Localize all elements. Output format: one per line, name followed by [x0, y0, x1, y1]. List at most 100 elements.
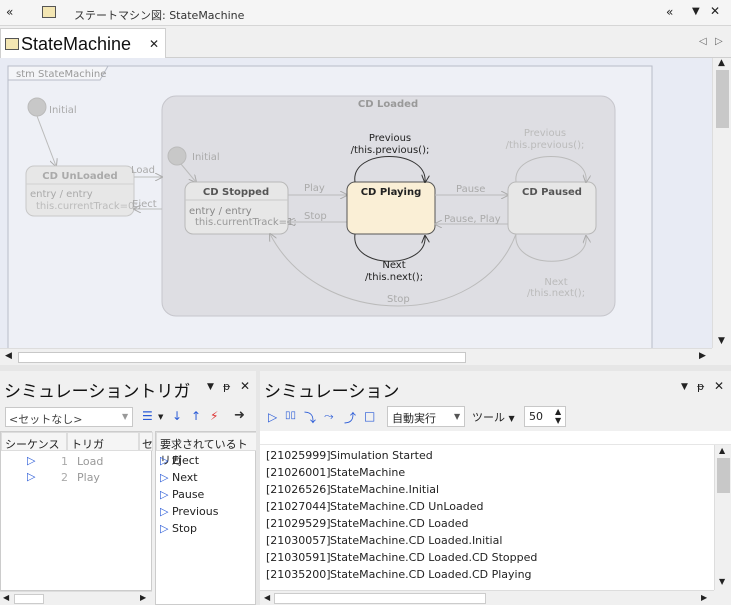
collapse-right-icon[interactable]: « — [666, 5, 674, 19]
close-icon[interactable]: ✕ — [710, 4, 721, 18]
step-into-icon[interactable]: ⤵ — [304, 411, 317, 425]
h-scroll-thumb[interactable] — [14, 594, 44, 604]
list-item[interactable]: ▷ Stop — [160, 522, 197, 535]
scroll-left-icon[interactable]: ◀ — [5, 351, 12, 361]
log-horizontal-scrollbar[interactable]: ◀ ▶ — [260, 590, 714, 605]
log-vertical-scrollbar[interactable]: ▲ ▼ — [714, 445, 731, 590]
log-line: [21026001] — [266, 466, 331, 479]
diagram-canvas[interactable]: stm StateMachine CD Loaded Initial CD Un… — [0, 58, 712, 348]
scroll-right-icon[interactable]: ▶ — [701, 593, 708, 602]
scroll-thumb[interactable] — [716, 70, 729, 128]
h-scroll-thumb[interactable] — [274, 593, 486, 604]
collapse-left-icon[interactable]: « — [6, 5, 14, 19]
transition-next-playing-action: /this.next(); — [365, 272, 423, 283]
list-item[interactable]: ▷ Previous — [160, 505, 218, 518]
transition-stop-bottom: Stop — [387, 294, 410, 305]
stepper-up-icon[interactable]: ▲ — [555, 407, 562, 416]
trigger-panel: シミュレーショントリガ ▼ ᵽ ✕ <セットなし> ▼ ☰ ▼ ↓ ↑ ⚡ ➜ … — [0, 371, 257, 605]
stepper-down-icon[interactable]: ▼ — [555, 416, 562, 425]
col-sequence-label: シーケンス — [5, 438, 60, 451]
log-timestamp: [21026001] — [266, 466, 331, 479]
simulation-panel: シミュレーション ▼ ᵽ ✕ ▷ ▯▯ ⤵ ⤳ ⤴ □ 自動実行 ▼ ツール ▼… — [260, 371, 731, 605]
log-timestamp: [21035200] — [266, 568, 331, 581]
move-up-icon[interactable]: ↑ — [191, 409, 202, 423]
table-row[interactable]: ▷ 2 Play — [1, 470, 151, 486]
log-message: StateMachine.CD Loaded.CD Stopped — [330, 551, 538, 564]
splitter[interactable] — [0, 365, 731, 371]
fire-trigger-icon[interactable]: ⚡ — [210, 409, 219, 423]
list-icon[interactable]: ☰ — [142, 409, 153, 423]
col-short-header[interactable]: セ — [139, 432, 153, 451]
log-message: StateMachine.Initial — [330, 483, 440, 496]
scroll-left-icon[interactable]: ◀ — [3, 593, 10, 602]
panel-menu-icon[interactable]: ▼ — [681, 382, 688, 392]
log-line: [21025999] — [266, 449, 331, 462]
log-timestamp: [21030057] — [266, 534, 331, 547]
scroll-corner — [712, 348, 731, 365]
initial-inner-node — [167, 146, 187, 166]
transition-next-paused-action: /this.next(); — [527, 288, 585, 299]
list-item[interactable]: ▷ Eject — [160, 454, 199, 467]
transition-pause-play: Pause, Play — [444, 214, 501, 225]
trigger-tag-icon: ▷ — [27, 470, 36, 483]
panel-menu-icon[interactable]: ▼ — [207, 382, 214, 392]
scroll-right-icon[interactable]: ▶ — [699, 351, 706, 361]
scroll-up-icon[interactable]: ▲ — [718, 58, 725, 68]
initial-outer-node — [27, 97, 47, 117]
col-sequence-header[interactable]: シーケンス — [1, 432, 67, 451]
speed-stepper[interactable]: 50 ▲ ▼ — [524, 406, 566, 427]
scroll-down-icon[interactable]: ▼ — [719, 577, 726, 586]
send-arrow-icon[interactable]: ➜ — [234, 408, 245, 423]
list-item[interactable]: ▷ Pause — [160, 488, 204, 501]
pin-icon[interactable]: ᵽ — [223, 380, 231, 393]
list-dropdown-icon[interactable]: ▼ — [158, 413, 164, 421]
h-scroll-thumb[interactable] — [18, 352, 466, 363]
table-row[interactable]: ▷ 1 Load — [1, 454, 151, 470]
canvas-vertical-scrollbar[interactable]: ▲ ▼ — [712, 58, 731, 348]
col-required-header[interactable]: 要求されているトリガ — [156, 432, 257, 467]
tab-close-icon[interactable]: ✕ — [149, 37, 160, 51]
step-over-icon[interactable]: ⤳ — [324, 409, 334, 423]
initial-inner-label: Initial — [192, 152, 220, 163]
log-line: [21030057] — [266, 534, 331, 547]
canvas-horizontal-scrollbar[interactable]: ◀ ▶ — [0, 348, 712, 365]
trigger-set-combo[interactable]: <セットなし> ▼ — [5, 407, 133, 427]
stop-icon[interactable]: □ — [364, 409, 376, 423]
scroll-down-icon[interactable]: ▼ — [718, 336, 725, 346]
panel-splitter[interactable] — [256, 371, 260, 605]
run-mode-select[interactable]: 自動実行 ▼ — [387, 406, 465, 427]
transition-pause: Pause — [456, 184, 485, 195]
log-timestamp: [21027044] — [266, 500, 331, 513]
list-item[interactable]: ▷ Next — [160, 471, 198, 484]
scroll-thumb[interactable] — [717, 458, 730, 493]
tab-scroll-right-icon[interactable]: ▷ — [715, 36, 723, 47]
sequence-hscroll[interactable]: ◀ ▶ — [0, 591, 152, 605]
log-line: [21026526] — [266, 483, 331, 496]
tab-statemachine[interactable]: StateMachine ✕ — [0, 28, 166, 59]
row-num: 2 — [61, 471, 68, 484]
log-message: StateMachine.CD Loaded — [330, 517, 469, 530]
scroll-right-icon[interactable]: ▶ — [140, 593, 147, 602]
sequence-grid: シーケンス トリガ セ ▷ 1 Load ▷ 2 Play — [0, 431, 153, 591]
log-message: StateMachine.CD Loaded.CD Playing — [330, 568, 532, 581]
scroll-up-icon[interactable]: ▲ — [719, 446, 726, 455]
run-icon[interactable]: ▷ — [268, 410, 278, 424]
panel-close-icon[interactable]: ✕ — [240, 379, 251, 393]
log-line: [21027044] — [266, 500, 331, 513]
tool-menu[interactable]: ツール ▼ — [472, 409, 515, 425]
title-bar: « ステートマシン図: StateMachine « ▼ ✕ — [0, 0, 731, 26]
move-down-icon[interactable]: ↓ — [172, 409, 183, 423]
col-trigger-label: トリガ — [71, 438, 104, 451]
pin-icon[interactable]: ᵽ — [697, 380, 705, 393]
panel-close-icon[interactable]: ✕ — [714, 379, 725, 393]
transition-previous-playing: Previous — [369, 133, 411, 144]
pause-icon[interactable]: ▯▯ — [285, 410, 297, 421]
dropdown-icon[interactable]: ▼ — [692, 6, 700, 17]
state-cd-paused — [507, 181, 597, 235]
col-trigger-header[interactable]: トリガ — [67, 432, 139, 451]
required-trigger-label: Pause — [171, 488, 205, 501]
scroll-left-icon[interactable]: ◀ — [264, 593, 271, 602]
chevron-down-icon: ▼ — [454, 412, 461, 421]
tab-scroll-left-icon[interactable]: ◁ — [699, 36, 707, 47]
step-out-icon[interactable]: ⤴ — [344, 411, 357, 425]
